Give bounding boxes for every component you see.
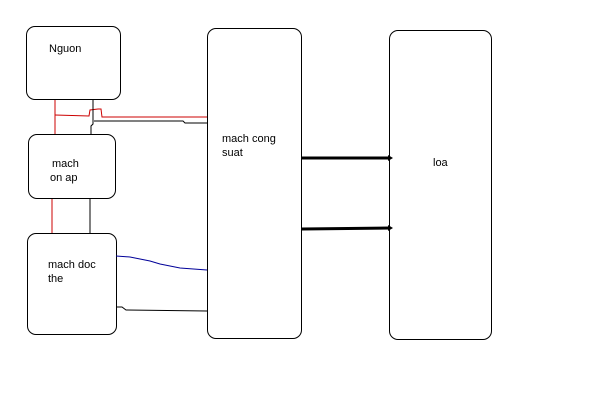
ground-line-doc-the-cong-suat [116, 306, 208, 312]
label-mach-cong-suat-1: mach cong [222, 133, 276, 145]
label-mach-on-ap-1: mach [52, 158, 79, 170]
power-line-nguon-cong-suat [54, 108, 207, 118]
output-line-bottom [301, 226, 391, 231]
block-mach-doc-the [27, 233, 117, 335]
label-mach-doc-the-1: mach doc [48, 259, 96, 271]
signal-line-doc-the-cong-suat [115, 255, 208, 271]
block-mach-on-ap [28, 134, 116, 199]
arrow-head-icon [388, 225, 393, 231]
label-mach-cong-suat-2: suat [222, 147, 243, 159]
label-mach-doc-the-2: the [48, 273, 64, 285]
block-loa [389, 30, 492, 340]
ground-line-nguon-cong-suat [94, 120, 207, 124]
arrow-head-icon [388, 155, 393, 161]
block-nguon [26, 26, 121, 100]
label-nguon: Nguon [49, 43, 82, 55]
label-mach-on-ap-2: on ap [50, 172, 78, 184]
label-loa: loa [433, 157, 448, 169]
ground-line-nguon-on-ap [90, 100, 94, 134]
block-mach-cong-suat [207, 28, 302, 339]
